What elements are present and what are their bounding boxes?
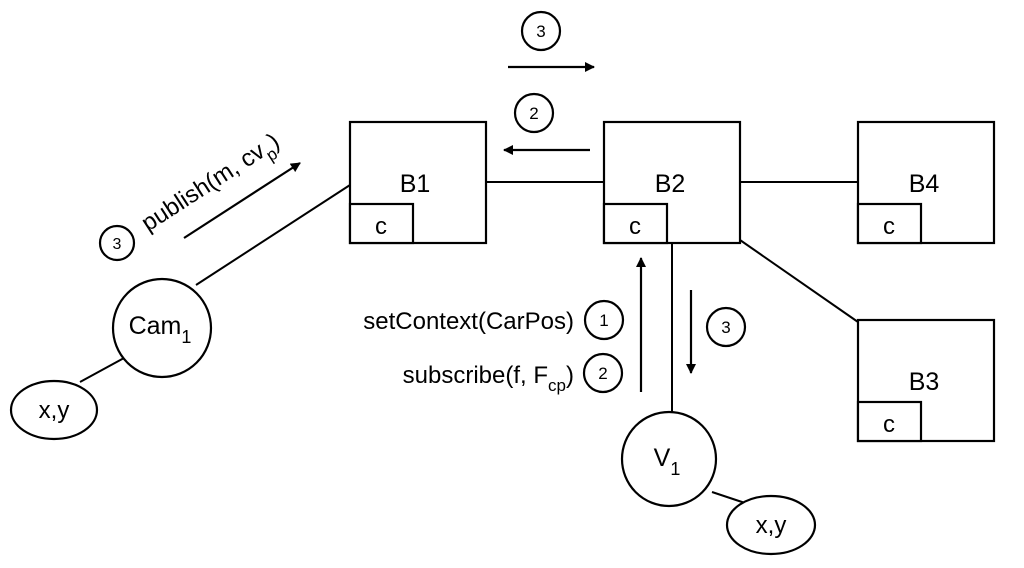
vehicle-node: V1 bbox=[620, 410, 718, 508]
svg-text:2: 2 bbox=[529, 104, 538, 123]
camera-attribute: x,y bbox=[9, 379, 99, 441]
subscribe-label: subscribe(f, Fcp) bbox=[403, 362, 574, 395]
svg-text:V1: V1 bbox=[654, 444, 681, 479]
broker-b3-context-label: c bbox=[883, 411, 895, 438]
svg-text:3: 3 bbox=[721, 318, 730, 337]
subscribe-label-subscript: cp bbox=[548, 376, 566, 395]
broker-b1-context-label: c bbox=[375, 213, 387, 240]
vehicle-node-subscript: 1 bbox=[670, 459, 680, 479]
svg-text:3: 3 bbox=[113, 236, 122, 253]
broker-b2: B2 c bbox=[602, 120, 742, 245]
camera-node: Cam1 bbox=[111, 277, 213, 379]
link-cam-b1 bbox=[195, 184, 351, 286]
vehicle-attribute-label: x,y bbox=[756, 512, 787, 539]
broker-b4-label: B4 bbox=[909, 170, 940, 198]
camera-node-label: Cam bbox=[129, 312, 182, 340]
svg-text:Cam1: Cam1 bbox=[129, 312, 192, 347]
svg-text:3: 3 bbox=[536, 22, 545, 41]
vehicle-node-label: V bbox=[654, 444, 671, 472]
link-b2-b3 bbox=[739, 239, 859, 323]
step-badge-b1-to-b2: 3 bbox=[520, 10, 562, 52]
broker-b4: B4 c bbox=[856, 120, 996, 245]
publish-arrow bbox=[183, 162, 301, 239]
link-cam-attribute bbox=[79, 357, 125, 383]
broker-b3: B3 c bbox=[856, 318, 996, 443]
broker-b2-context-label: c bbox=[629, 213, 641, 240]
svg-text:1: 1 bbox=[599, 311, 608, 330]
step-badge-publish: 3 bbox=[98, 224, 136, 262]
broker-b2-label: B2 bbox=[655, 170, 686, 198]
step-badge-b2-to-b1: 2 bbox=[513, 92, 555, 134]
svg-text:2: 2 bbox=[598, 364, 607, 383]
broker-b1: B1 c bbox=[348, 120, 488, 245]
set-context-label: setContext(CarPos) bbox=[363, 308, 574, 335]
step-badge-b2-to-vehicle: 3 bbox=[705, 306, 747, 348]
camera-attribute-label: x,y bbox=[39, 397, 70, 424]
broker-b4-context-label: c bbox=[883, 213, 895, 240]
camera-node-subscript: 1 bbox=[181, 327, 191, 347]
step-badge-subscribe: 2 bbox=[582, 352, 624, 394]
link-vehicle-attribute bbox=[711, 491, 746, 504]
step-badge-set-context: 1 bbox=[583, 299, 625, 341]
vehicle-attribute: x,y bbox=[725, 494, 817, 556]
broker-b3-label: B3 bbox=[909, 368, 940, 396]
broker-b1-label: B1 bbox=[400, 170, 431, 198]
